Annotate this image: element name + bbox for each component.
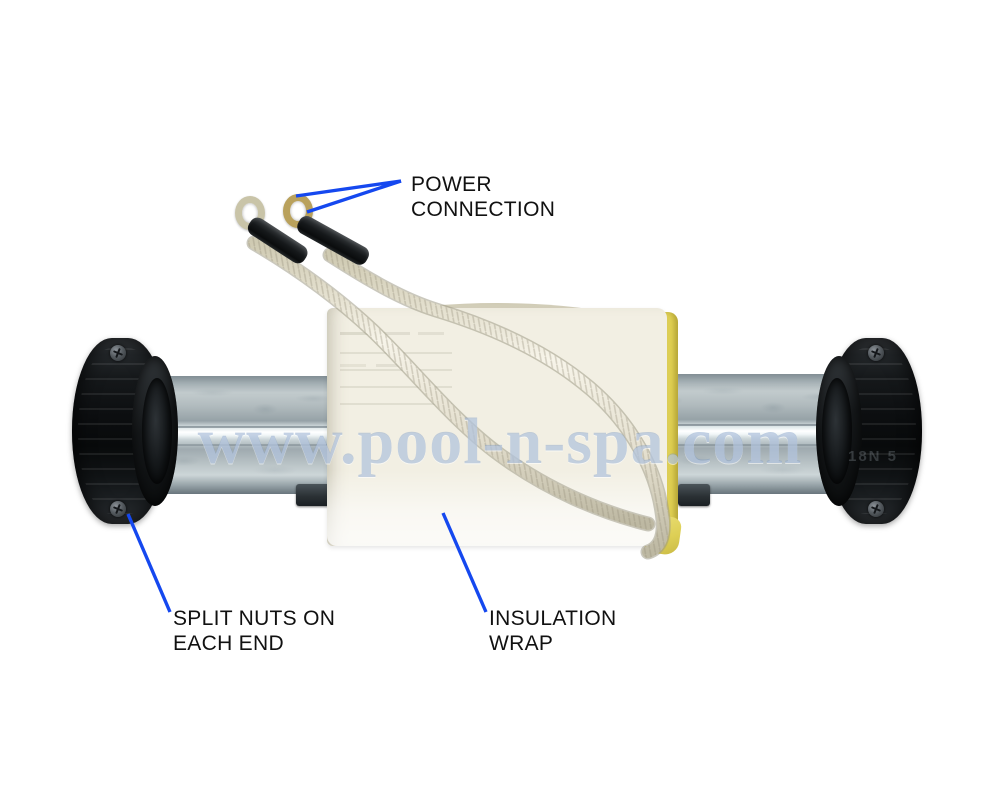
- power-lead-wire-b: [322, 247, 671, 560]
- split-nut-right: 18N 5: [816, 338, 922, 524]
- annotation-split-nuts: SPLIT NUTS ON EACH END: [173, 607, 336, 655]
- split-nut-screw-top: [110, 345, 126, 361]
- annotation-power-connection: POWER CONNECTION: [411, 173, 556, 221]
- mounting-clip-left: [296, 484, 330, 506]
- split-nut-bore: [142, 378, 172, 484]
- split-nut-bore: [822, 378, 852, 484]
- split-nut-left: [72, 338, 178, 524]
- power-lead-wire-a: [246, 235, 656, 532]
- mounting-clip-right: [678, 484, 710, 506]
- split-nut-screw-bottom: [110, 501, 126, 517]
- annotation-insulation-wrap: INSULATION WRAP: [489, 607, 617, 655]
- split-nut-screw-bottom: [868, 501, 884, 517]
- split-nut-emboss-text: 18N 5: [848, 448, 899, 465]
- split-nut-screw-top: [868, 345, 884, 361]
